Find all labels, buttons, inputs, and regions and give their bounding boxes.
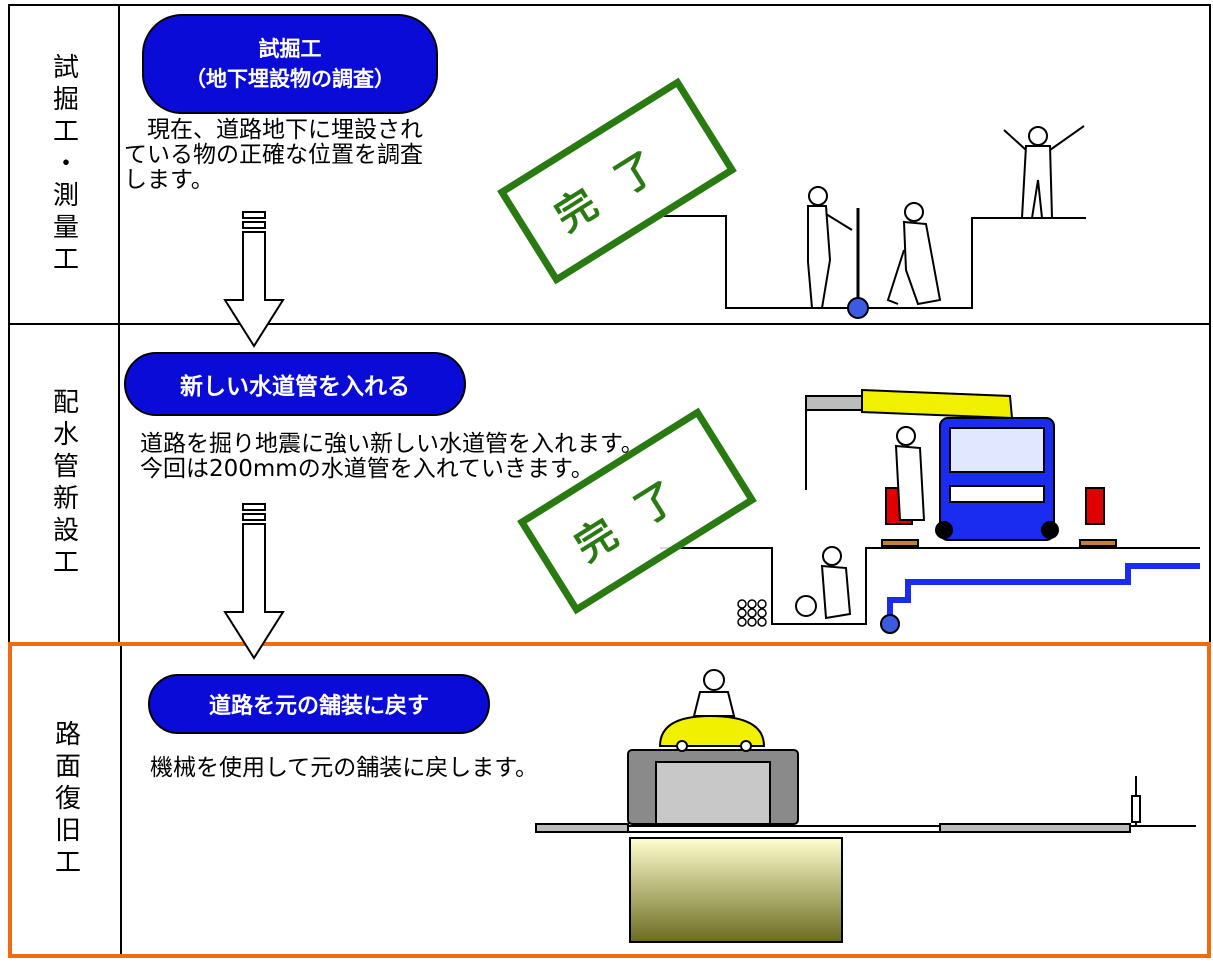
- step-description: 現在、道路地下に埋設され ている物の正確な位置を調査 します。: [124, 117, 423, 193]
- row-label: 路面復旧工: [50, 720, 81, 880]
- road-roller-illustration: [535, 669, 1196, 943]
- row-label: 配水管新設工: [48, 387, 79, 580]
- pill-line1: 新しい水道管を入れる: [180, 374, 410, 400]
- step-title-pill: 道路を元の舗装に戻す: [148, 674, 490, 734]
- worker-icon: [820, 546, 852, 620]
- pipe-stack-icon: [737, 599, 767, 627]
- down-arrow-icon: [223, 211, 285, 348]
- trench-illustration: [664, 125, 1086, 319]
- crane-truck-illustration: [660, 388, 1200, 634]
- pill-line1: 試掘工: [258, 37, 322, 61]
- step-title-pill: 新しい水道管を入れる: [124, 352, 466, 416]
- row-label-cell: 試掘工・測量工: [10, 6, 120, 323]
- row-label: 試掘工・測量工: [48, 52, 79, 277]
- worker-icon: [1003, 125, 1085, 219]
- step-title-pill: 試掘工 （地下埋設物の調査）: [142, 14, 438, 114]
- step-description: 道路を掘り地震に強い新しい水道管を入れます。 今回は200mmの水道管を入れてい…: [140, 431, 644, 482]
- row-label-cell: 路面復旧工: [12, 646, 122, 954]
- pill-line1: 道路を元の舗装に戻す: [208, 694, 429, 719]
- worker-icon: [894, 426, 926, 521]
- pill-line2: （地下埋設物の調査）: [185, 67, 395, 91]
- worker-icon: [886, 202, 942, 306]
- row-label-cell: 配水管新設工: [10, 325, 120, 642]
- down-arrow-icon: [223, 503, 285, 660]
- worker-icon: [807, 186, 853, 309]
- row-road-restoration: 路面復旧工: [8, 642, 1211, 958]
- step-description: 機械を使用して元の舗装に戻します。: [150, 755, 539, 781]
- worker-icon: [692, 669, 736, 717]
